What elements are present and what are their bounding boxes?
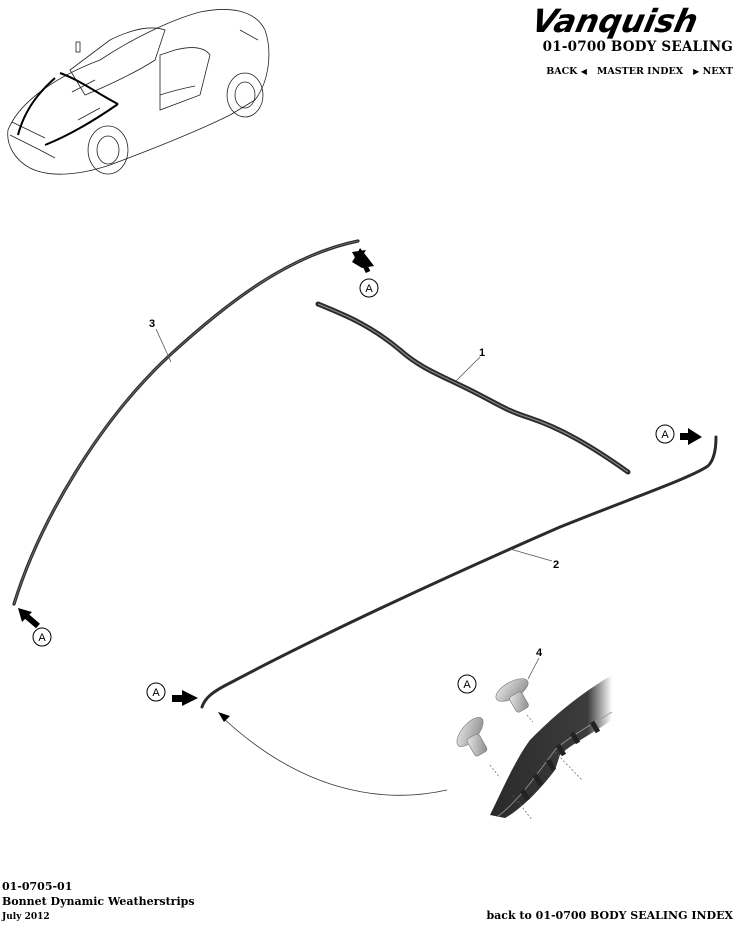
svg-text:Vanquish: Vanquish (528, 2, 701, 40)
leader-line-2 (509, 548, 553, 562)
back-link[interactable]: BACK ◀ (546, 66, 587, 77)
callout-1: 1 (479, 347, 485, 359)
callout-3: 3 (149, 318, 155, 330)
marker-a-top-label: A (365, 283, 373, 295)
marker-a-bottom-label: A (152, 687, 160, 699)
clip-4-lower (456, 716, 488, 757)
marker-a-right (655, 424, 675, 444)
reference-code: 01-0705-01 (2, 880, 73, 893)
arrow-a-top (352, 248, 374, 274)
next-link[interactable]: ▶ NEXT (693, 66, 733, 77)
back-label: BACK (546, 66, 578, 77)
callout-2: 2 (553, 559, 559, 571)
marker-a-detail (457, 674, 477, 694)
vanquish-logo: Vanquish (528, 2, 701, 40)
arrow-a-right (680, 428, 702, 445)
back-to-index-link[interactable]: back to 01-0700 BODY SEALING INDEX (486, 909, 733, 922)
clip-leader-lower (512, 794, 533, 821)
triangle-right-icon: ▶ (693, 66, 700, 76)
section-title: 01-0700 BODY SEALING (542, 39, 733, 55)
marker-a-bottom (146, 682, 166, 702)
weatherstrip-2 (200, 435, 718, 709)
master-index-link[interactable]: MASTER INDEX (596, 66, 684, 77)
clip-leader-lower-clip (489, 764, 501, 779)
body-panel (490, 675, 613, 818)
marker-a-detail-label: A (463, 679, 471, 691)
callout-4: 4 (536, 647, 543, 659)
weatherstrip-1 (315, 301, 631, 475)
reference-title: Bonnet Dynamic Weatherstrips (2, 895, 195, 908)
next-label: NEXT (702, 66, 733, 77)
leader-line-3 (155, 328, 172, 363)
page-navigation: BACK ◀ MASTER INDEX ▶ NEXT (546, 66, 733, 77)
clip-leader-4 (526, 714, 534, 723)
detail-reference-arrow (218, 712, 448, 796)
vehicle-locator-illustration (7, 9, 270, 175)
marker-a-right-label: A (661, 429, 669, 441)
arrow-a-bottom (172, 690, 198, 706)
weatherstrip-3 (12, 239, 360, 606)
clip-4-upper (495, 678, 529, 713)
marker-a-left (32, 627, 52, 647)
publication-date: July 2012 (2, 912, 50, 922)
leader-line-1 (455, 356, 481, 382)
clip-leader-upper (554, 751, 583, 781)
arrow-a-left-bottom (18, 608, 40, 629)
triangle-left-icon: ◀ (580, 66, 587, 76)
leader-line-4 (527, 657, 540, 680)
marker-a-top (359, 278, 379, 298)
marker-a-left-label: A (38, 632, 46, 644)
